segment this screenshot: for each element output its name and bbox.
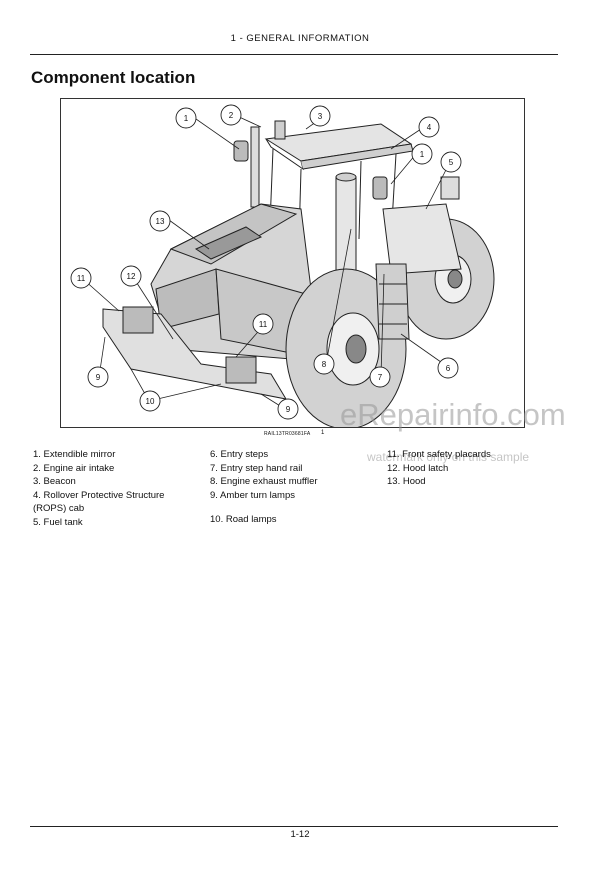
legend-item: 12. Hood latch xyxy=(387,462,449,474)
callout-13 xyxy=(149,210,171,232)
legend-item: 4. Rollover Protective Structure (ROPS) … xyxy=(33,489,165,515)
callout-label: 6 xyxy=(446,364,451,373)
page-number: 1-12 xyxy=(290,829,310,840)
callout-label: 2 xyxy=(229,111,234,120)
legend-column-3: 11. Front safety placards 12. Hood latch… xyxy=(387,448,557,489)
callout-label: 13 xyxy=(156,217,165,226)
figure-number: 1 xyxy=(321,430,325,436)
callout-11a xyxy=(70,267,92,289)
callout-1b xyxy=(411,143,433,165)
watermark: eRepairinfo.com xyxy=(340,397,566,432)
callout-label: 5 xyxy=(449,158,454,167)
legend-item: 9. Amber turn lamps xyxy=(210,489,296,501)
page-title: Component location xyxy=(31,68,196,87)
legend-item: 7. Entry step hand rail xyxy=(210,462,303,474)
callout-label: 9 xyxy=(96,373,101,382)
legend-item: 11. Front safety placards xyxy=(387,449,491,460)
footer-rule xyxy=(30,826,558,827)
legend-item: 2. Engine air intake xyxy=(33,462,115,474)
legend-column-2: 6. Entry steps 7. Entry step hand rail 8… xyxy=(210,448,360,527)
callout-4 xyxy=(418,116,440,138)
callout-11b xyxy=(252,313,274,335)
legend-item: 5. Fuel tank xyxy=(33,516,83,528)
callout-3 xyxy=(309,105,331,127)
callout-label: 4 xyxy=(427,123,432,132)
callout-8 xyxy=(313,353,335,375)
legend-item: 13. Hood xyxy=(387,476,426,487)
watermark-note: watermark only on this sample xyxy=(367,450,530,464)
callout-label: 11 xyxy=(77,274,86,283)
legend-item: 1. Extendible mirror xyxy=(33,449,116,460)
callout-9b xyxy=(277,398,299,420)
legend-item: 6. Entry steps xyxy=(210,449,269,460)
legend-column-1: 1. Extendible mirror 2. Engine air intak… xyxy=(33,448,193,529)
callout-label: 12 xyxy=(127,272,136,281)
callout-label: 7 xyxy=(378,373,383,382)
callout-label: 1 xyxy=(184,114,189,123)
legend-item: 3. Beacon xyxy=(33,476,76,487)
callout-label: 10 xyxy=(146,397,155,406)
callout-label: 8 xyxy=(322,360,327,369)
legend-item: 8. Engine exhaust muffler xyxy=(210,476,318,487)
legend-item: 10. Road lamps xyxy=(210,514,277,525)
callout-5 xyxy=(440,151,462,173)
header-rule xyxy=(30,54,558,55)
callout-10 xyxy=(139,390,161,412)
callout-label: 1 xyxy=(420,150,425,159)
callout-9a xyxy=(87,366,109,388)
callout-6 xyxy=(437,357,459,379)
callout-7 xyxy=(369,366,391,388)
running-header: 1 - GENERAL INFORMATION xyxy=(230,33,370,44)
callout-label: 3 xyxy=(318,112,323,121)
callout-label: 11 xyxy=(259,320,268,329)
callout-2 xyxy=(220,104,242,126)
callout-label: 9 xyxy=(286,405,291,414)
callout-1a xyxy=(175,107,197,129)
figure-code: RAIL13TR03681FA xyxy=(264,431,311,437)
callout-12 xyxy=(120,265,142,287)
